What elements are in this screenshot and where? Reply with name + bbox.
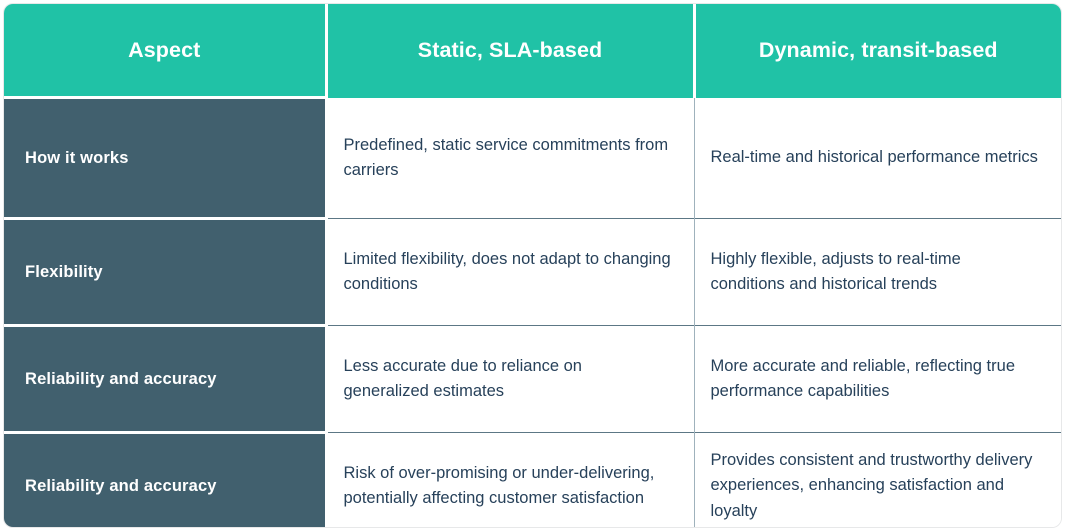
comparison-table: Aspect Static, SLA-based Dynamic, transi… — [4, 4, 1061, 527]
cell-text: Real-time and historical performance met… — [710, 148, 1038, 167]
table-row: Reliability and accuracy Less accurate d… — [4, 324, 1061, 433]
comparison-table-container: Aspect Static, SLA-based Dynamic, transi… — [4, 4, 1061, 527]
row-aspect-label: Flexibility — [4, 217, 328, 326]
table-header: Aspect Static, SLA-based Dynamic, transi… — [4, 4, 1061, 98]
cell-text: Limited flexibility, does not adapt to c… — [343, 249, 671, 293]
row-cell-static: Predefined, static service commitments f… — [326, 97, 695, 219]
row-cell-dynamic: Provides consistent and trustworthy deli… — [694, 432, 1061, 527]
row-cell-dynamic: More accurate and reliable, reflecting t… — [694, 325, 1061, 433]
header-row: Aspect Static, SLA-based Dynamic, transi… — [4, 4, 1061, 98]
cell-text: More accurate and reliable, reflecting t… — [710, 356, 1016, 400]
table-row: Flexibility Limited flexibility, does no… — [4, 217, 1061, 326]
column-header-static-sla-based: Static, SLA-based — [326, 4, 696, 98]
row-aspect-label: Reliability and accuracy — [4, 324, 328, 433]
cell-text: Predefined, static service commitments f… — [343, 135, 669, 179]
row-aspect-label: How it works — [4, 96, 328, 219]
cell-text: Less accurate due to reliance on general… — [343, 356, 583, 400]
column-header-aspect: Aspect — [4, 4, 328, 98]
row-aspect-label: Reliability and accuracy — [4, 431, 328, 527]
cell-text: Highly flexible, adjusts to real-time co… — [710, 249, 961, 293]
row-cell-static: Limited flexibility, does not adapt to c… — [326, 218, 695, 326]
table-row: How it works Predefined, static service … — [4, 96, 1061, 219]
table-body: How it works Predefined, static service … — [4, 96, 1061, 527]
column-header-dynamic-transit-based: Dynamic, transit-based — [694, 4, 1061, 98]
row-cell-static: Risk of over-promising or under-deliveri… — [326, 432, 695, 527]
row-cell-dynamic: Highly flexible, adjusts to real-time co… — [694, 218, 1061, 326]
table-row: Reliability and accuracy Risk of over-pr… — [4, 431, 1061, 527]
cell-text: Provides consistent and trustworthy deli… — [710, 451, 1033, 520]
row-cell-dynamic: Real-time and historical performance met… — [694, 97, 1061, 219]
row-cell-static: Less accurate due to reliance on general… — [326, 325, 695, 433]
cell-text: Risk of over-promising or under-deliveri… — [343, 463, 655, 507]
